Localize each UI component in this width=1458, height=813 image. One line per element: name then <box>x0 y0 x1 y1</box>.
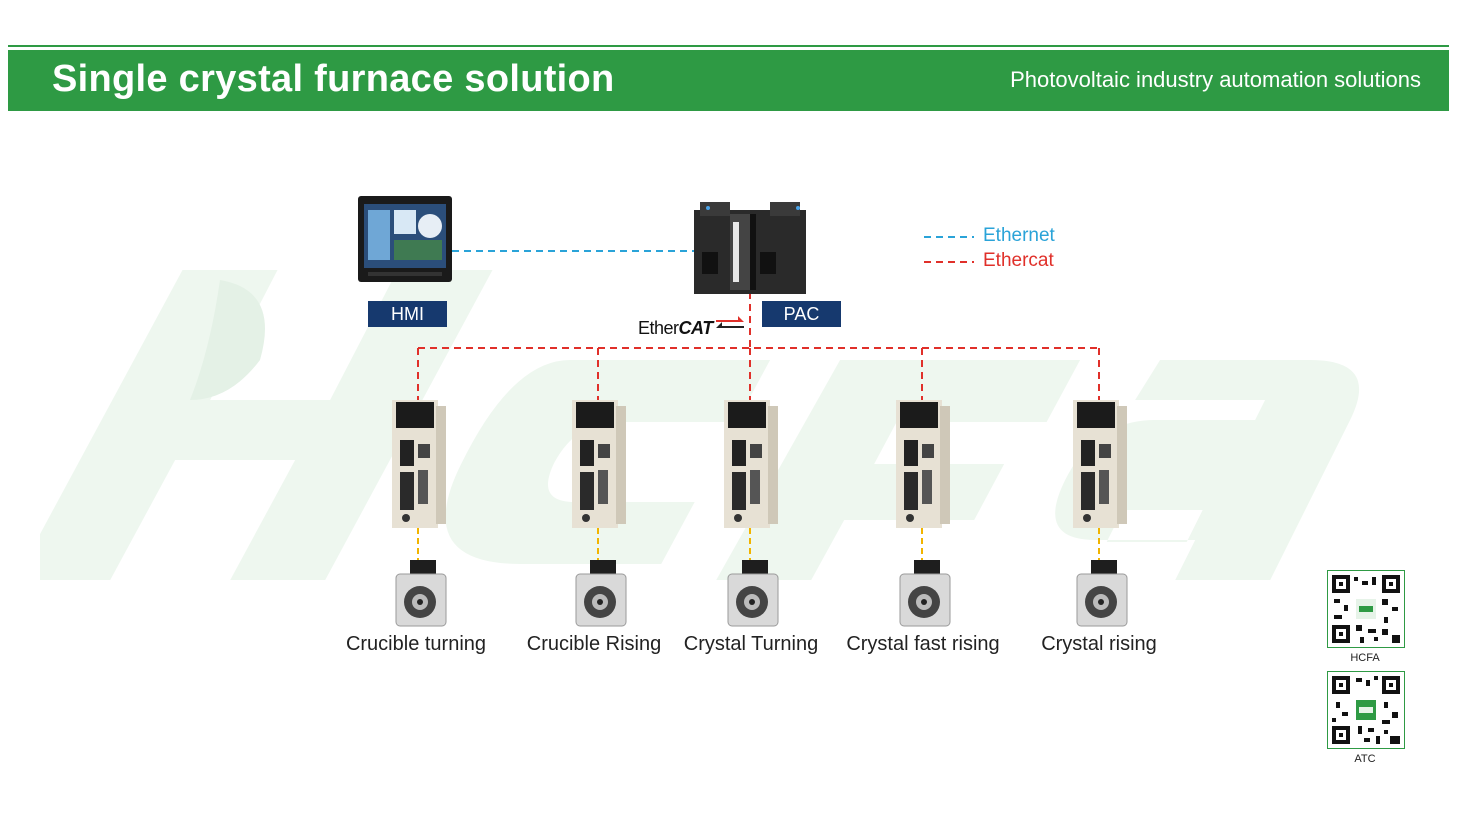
servo-drive-icon-5 <box>1073 400 1127 528</box>
hcfa-watermark-logo <box>40 270 1360 580</box>
hmi-label: HMI <box>368 301 447 327</box>
qr-caption-hcfa: HCFA <box>1350 652 1380 664</box>
hmi-device-icon <box>358 196 452 282</box>
ethercat-logo: EtherCAT <box>638 318 713 339</box>
header-top-rule <box>8 45 1449 47</box>
qr-code-atc[interactable] <box>1327 671 1405 749</box>
legend-ethercat-label: Ethercat <box>983 250 1054 271</box>
header-banner: Single crystal furnace solution Photovol… <box>8 50 1449 111</box>
pac-controller-icon <box>694 202 806 294</box>
servo-drive-icon-2 <box>572 400 626 528</box>
qr-code-hcfa[interactable] <box>1327 570 1405 648</box>
axis-label-crucible-turning: Crucible turning <box>345 633 487 655</box>
servo-drive-icon-4 <box>896 400 950 528</box>
page-subtitle: Photovoltaic industry automation solutio… <box>1010 67 1421 92</box>
axis-label-crystal-rising: Crystal rising <box>1041 633 1157 655</box>
servo-motor-icon-3 <box>727 560 779 627</box>
qr-caption-atc: ATC <box>1354 753 1376 765</box>
servo-drive-icon-1 <box>392 400 446 528</box>
servo-drive-icon-3 <box>724 400 778 528</box>
ethercat-logo-cat: CAT <box>678 318 714 338</box>
servo-motor-icon-2 <box>575 560 627 627</box>
servo-motor-icon-1 <box>395 560 447 627</box>
pac-label: PAC <box>762 301 841 327</box>
ethercat-arrows-icon <box>716 316 744 328</box>
axis-label-crystal-turning: Crystal Turning <box>683 633 819 655</box>
ethercat-logo-ether: Ether <box>638 318 679 338</box>
page-title: Single crystal furnace solution <box>52 58 615 100</box>
legend-ethernet-label: Ethernet <box>983 225 1055 246</box>
axis-label-crystal-fast-rising: Crystal fast rising <box>846 633 1000 655</box>
axis-label-crucible-rising: Crucible Rising <box>526 633 662 655</box>
servo-motor-icon-4 <box>899 560 951 627</box>
servo-motor-icon-5 <box>1076 560 1128 627</box>
